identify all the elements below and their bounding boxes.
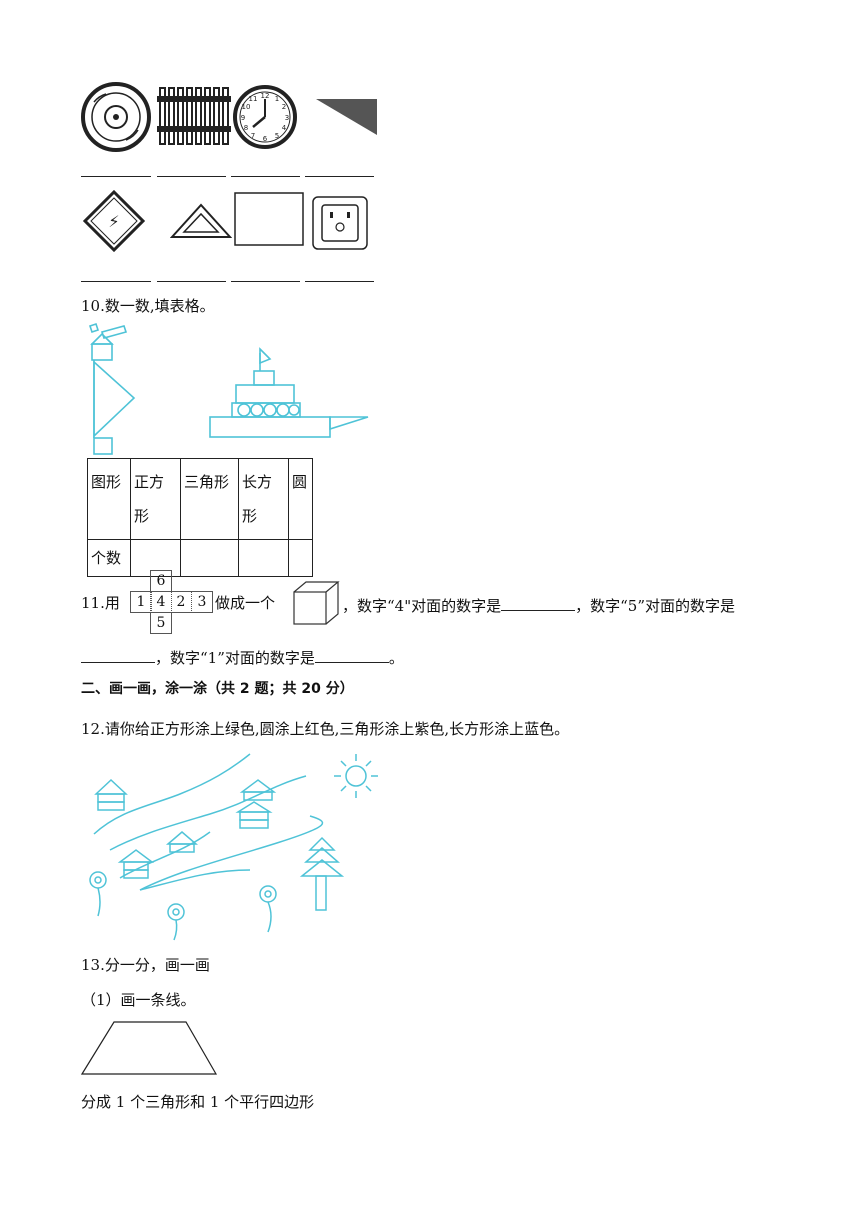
power-socket-image bbox=[312, 196, 368, 250]
shape-count-table: 图形 正方形 三角形 长方形 圆 个数 bbox=[87, 458, 313, 577]
answer-line[interactable] bbox=[231, 281, 300, 282]
svg-text:2: 2 bbox=[282, 103, 286, 111]
svg-text:⚡: ⚡ bbox=[108, 212, 119, 231]
answer-line[interactable] bbox=[81, 176, 151, 177]
q11-text-1: ，数字“1”对面的数字是 bbox=[155, 649, 315, 667]
svg-text:12: 12 bbox=[261, 92, 270, 100]
svg-text:1: 1 bbox=[275, 95, 279, 103]
railway-track-image bbox=[157, 87, 231, 145]
net-face: 2 bbox=[171, 591, 192, 613]
svg-text:7: 7 bbox=[251, 132, 255, 140]
section-heading: 二、画一画，涂一涂（共 2 题；共 20 分） bbox=[81, 681, 354, 697]
answer-line[interactable] bbox=[305, 281, 374, 282]
cube-net-figure: 6 1 4 2 3 5 bbox=[130, 570, 214, 634]
svg-text:3: 3 bbox=[285, 114, 289, 122]
q10-title: 10.数一数,填表格。 bbox=[81, 297, 215, 315]
answer-line[interactable] bbox=[157, 176, 226, 177]
q11-after-cube: ，数字“4"对面的数字是 ，数字“5”对面的数字是 bbox=[342, 596, 735, 614]
q11-line2: ，数字“1”对面的数字是 。 bbox=[81, 648, 404, 666]
header-cell: 图形 bbox=[87, 458, 131, 540]
table-row: 个数 bbox=[87, 539, 313, 577]
answer-line[interactable] bbox=[305, 176, 374, 177]
header-cell: 圆 bbox=[288, 458, 313, 540]
header-cell: 长方形 bbox=[238, 458, 289, 540]
q13-title: 13.分一分，画一画 bbox=[81, 956, 210, 974]
count-cell[interactable] bbox=[180, 539, 239, 577]
answer-blank[interactable] bbox=[314, 648, 389, 663]
cd-disc-image bbox=[81, 82, 151, 152]
q11-text-4: ，数字“4"对面的数字是 bbox=[342, 597, 502, 615]
cube-image bbox=[293, 581, 340, 625]
triangle-ruler-image bbox=[316, 99, 377, 135]
answer-blank[interactable] bbox=[501, 596, 576, 611]
rectangle-image bbox=[234, 192, 304, 246]
q12-text: 12.请你给正方形涂上绿色,圆涂上红色,三角形涂上紫色,长方形涂上蓝色。 bbox=[81, 720, 570, 738]
answer-line[interactable] bbox=[81, 281, 151, 282]
trapezoid-image bbox=[80, 1021, 218, 1075]
row-label: 个数 bbox=[87, 539, 131, 577]
header-cell: 三角形 bbox=[180, 458, 239, 540]
flag-figure-image bbox=[88, 322, 136, 455]
net-face: 6 bbox=[150, 570, 172, 592]
answer-line[interactable] bbox=[157, 281, 226, 282]
set-square-image bbox=[170, 203, 232, 238]
net-face: 3 bbox=[192, 591, 213, 613]
q11-prefix: 11.用 bbox=[81, 594, 120, 612]
coloring-scene-image bbox=[89, 753, 378, 941]
diamond-sign-image: ⚡ bbox=[83, 190, 145, 252]
net-face: 1 bbox=[130, 591, 152, 613]
svg-text:4: 4 bbox=[282, 124, 287, 132]
q11-text-5: ，数字“5”对面的数字是 bbox=[575, 597, 736, 615]
q11-middle-text: 做成一个 bbox=[215, 594, 276, 612]
svg-text:10: 10 bbox=[242, 103, 251, 111]
q11-period: 。 bbox=[388, 649, 404, 667]
count-cell[interactable] bbox=[288, 539, 313, 577]
answer-blank[interactable] bbox=[81, 648, 155, 663]
header-cell: 正方形 bbox=[130, 458, 181, 540]
svg-text:8: 8 bbox=[244, 124, 248, 132]
q13-subquestion: （1）画一条线。 bbox=[81, 991, 196, 1009]
table-header-row: 图形 正方形 三角形 长方形 圆 bbox=[87, 458, 313, 540]
q13-caption: 分成 1 个三角形和 1 个平行四边形 bbox=[81, 1093, 315, 1111]
svg-text:5: 5 bbox=[275, 132, 279, 140]
count-cell[interactable] bbox=[238, 539, 289, 577]
answer-line[interactable] bbox=[231, 176, 300, 177]
net-face: 4 bbox=[150, 591, 172, 613]
ship-figure-image bbox=[209, 347, 369, 438]
net-face: 5 bbox=[150, 612, 172, 634]
svg-text:6: 6 bbox=[263, 135, 268, 143]
svg-text:9: 9 bbox=[241, 114, 245, 122]
svg-text:11: 11 bbox=[249, 95, 258, 103]
